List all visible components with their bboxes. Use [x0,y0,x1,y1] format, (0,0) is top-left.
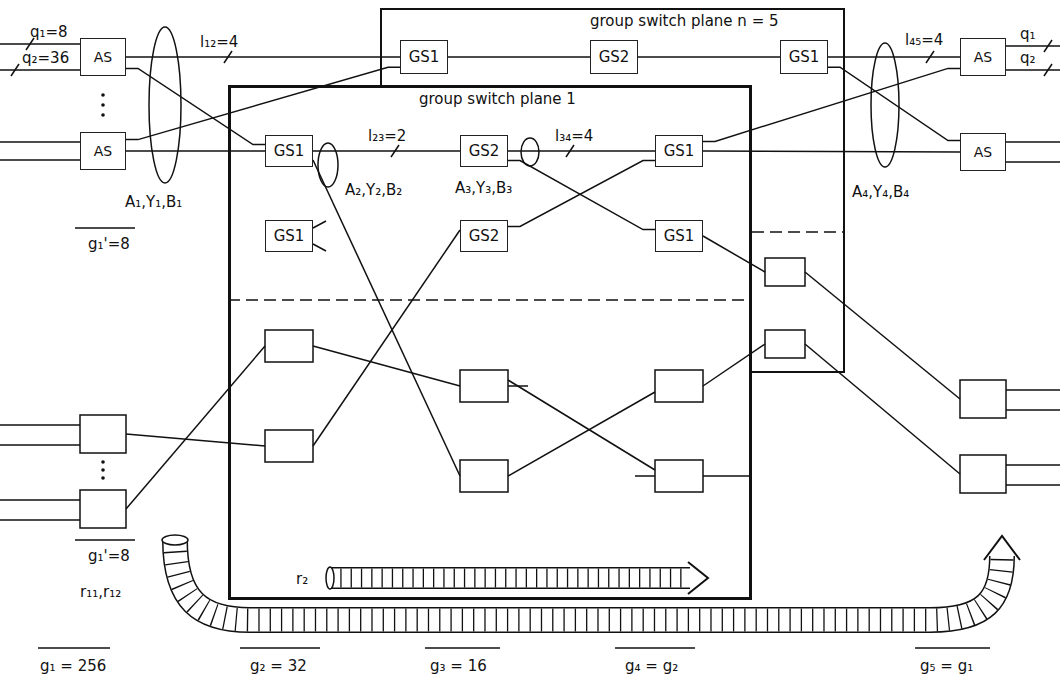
trunk-line [828,56,960,58]
switch-box: GS1 [655,220,703,252]
label-holder: g₂ = 32 [250,656,307,675]
switch-box: AS [80,38,126,76]
switch-plane-frame: group switch plane 1GS1GS2GS1GS1GS2GS1 [228,85,752,600]
dimension-label: A₂,Y₂,B₂ [345,181,402,199]
label-holder: g₃ = 16 [430,656,487,675]
switch-box: GS2 [460,220,508,252]
box-label: AS [94,50,112,64]
label-holder: g₅ = g₁ [920,656,973,675]
dimension-label: g₃ = 16 [430,657,487,675]
dimension-label: g₁'=8 [88,547,130,565]
switch-box: AS [960,38,1006,76]
dimension-label: g₅ = g₁ [920,657,973,675]
trunk-line [828,67,960,140]
box-label: GS1 [409,50,440,65]
dimension-label: A₁,Y₁,B₁ [125,193,182,211]
dimension-label: A₃,Y₃,B₃ [455,179,512,197]
trunk-line [126,67,400,139]
plane-title: group switch plane 1 [419,92,576,107]
label-holder: g₁'=8 [88,234,130,253]
dimension-label: q₁=8 [30,23,68,41]
box-label: AS [974,145,992,159]
trunk-line [126,150,265,152]
label-holder: q₂=36 [22,48,69,67]
switch-box: AS [80,132,126,170]
dimension-label: l₂₃=2 [368,127,406,145]
label-holder: A₁,Y₁,B₁ [125,192,182,211]
switch-plane-frame: group switch plane n = 5GS1GS2GS1 [380,8,845,373]
dimension-label: r₁₁,r₁₂ [80,583,121,601]
dimension-label: r₂ [296,570,308,588]
dimension-label: q₂ [1020,49,1036,67]
box-label: GS2 [469,144,500,159]
switch-box: GS2 [460,135,508,167]
box-label: GS1 [789,50,820,65]
dimension-label: l₄₅=4 [905,31,943,49]
box-label: GS1 [664,144,695,159]
dimension-label: l₁₂=4 [200,33,238,51]
trunk-line [508,161,655,227]
trunk-line [508,161,655,230]
dimension-label: l₃₄=4 [555,127,593,145]
switch-box: GS1 [780,40,828,74]
trunk-line [313,150,460,152]
trunk-line [638,56,780,58]
switch-box: GS1 [400,40,448,74]
trunk-line [126,68,265,144]
dimension-label: q₂=36 [22,49,69,67]
switch-box: GS1 [265,220,313,252]
label-holder: g₁'=8 [88,546,130,565]
label-holder: l₂₃=2 [368,126,406,145]
label-holder: r₂ [296,569,308,588]
label-holder: A₂,Y₂,B₂ [345,180,402,199]
trunk-line [126,56,400,58]
label-holder: A₄,Y₄,B₄ [852,182,909,201]
switch-box: GS2 [590,40,638,74]
switch-box: AS [960,133,1006,171]
box-label: GS1 [274,229,305,244]
plane-title: group switch plane n = 5 [590,14,779,29]
dimension-label: g₁ = 256 [40,657,106,675]
label-holder: g₄ = g₂ [625,656,678,675]
label-holder: l₄₅=4 [905,30,943,49]
label-holder: q₁ [1020,24,1036,43]
dimension-label: g₄ = g₂ [625,657,678,675]
label-holder: g₁ = 256 [40,656,106,675]
dimension-label: q₁ [1020,25,1036,43]
dimension-label: g₁'=8 [88,235,130,253]
box-label: GS2 [599,50,630,65]
label-holder: A₃,Y₃,B₃ [455,178,512,197]
label-holder: l₁₂=4 [200,32,238,51]
switch-box: GS1 [655,135,703,167]
dimension-label: A₄,Y₄,B₄ [852,183,909,201]
trunk-line [448,56,590,58]
box-label: GS1 [274,144,305,159]
label-holder: r₁₁,r₁₂ [80,582,121,601]
switch-box: GS1 [265,135,313,167]
trunk-line [703,68,960,141]
label-holder: l₃₄=4 [555,126,593,145]
label-holder: q₁=8 [30,22,68,41]
dimension-label: g₂ = 32 [250,657,307,675]
box-label: AS [974,50,992,64]
label-holder: q₂ [1020,48,1036,67]
box-label: GS1 [664,229,695,244]
box-label: AS [94,144,112,158]
trunk-line [703,151,960,152]
box-label: GS2 [469,229,500,244]
trunk-line [508,150,655,152]
